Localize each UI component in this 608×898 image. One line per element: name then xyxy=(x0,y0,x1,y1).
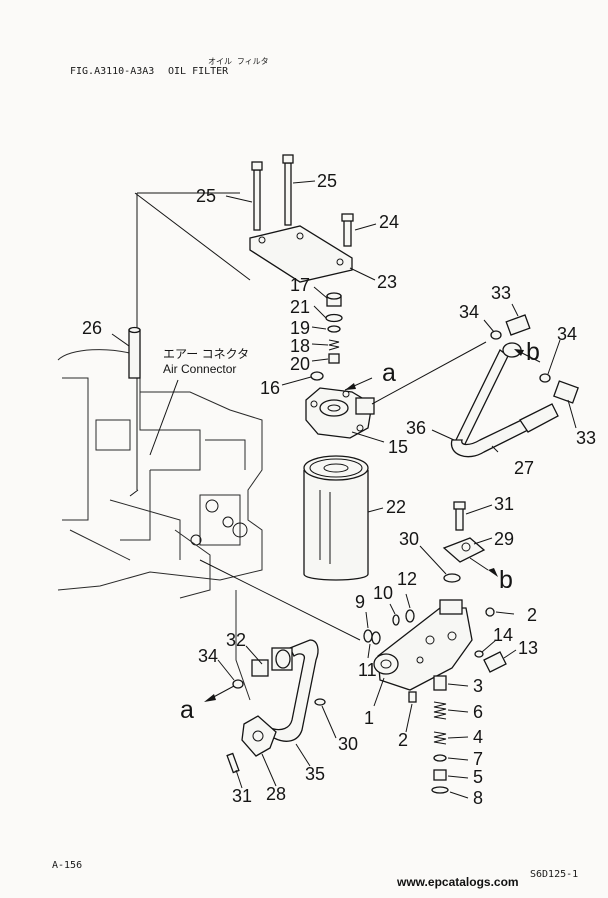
air-connector-label-en: Air Connector xyxy=(163,362,236,376)
callout: 6 xyxy=(473,702,483,722)
figure-title: OIL FILTER xyxy=(168,66,229,77)
callout: 27 xyxy=(514,458,534,478)
callout: 5 xyxy=(473,767,483,787)
callout: a xyxy=(382,359,396,387)
callout: 33 xyxy=(491,283,511,303)
watermark: www.epcatalogs.com xyxy=(396,875,519,889)
callout: 25 xyxy=(196,186,216,206)
callout: 29 xyxy=(494,529,514,549)
callout: 22 xyxy=(386,497,406,517)
bolt-24 xyxy=(341,213,377,247)
callout: 9 xyxy=(355,592,365,612)
pipe-27-assembly xyxy=(431,303,579,458)
callout: 7 xyxy=(473,749,483,769)
callout: 28 xyxy=(266,784,286,804)
callout: 31 xyxy=(494,494,514,514)
callout: 16 xyxy=(260,378,280,398)
callout: 34 xyxy=(198,646,218,666)
callout-labels: 25 25 24 23 17 21 19 18 20 16 a 15 26 22… xyxy=(82,171,596,808)
callout: 32 xyxy=(226,630,246,650)
callout: 19 xyxy=(290,318,310,338)
callout: 15 xyxy=(388,437,408,457)
callout: b xyxy=(526,338,540,366)
page-number: A-156 xyxy=(52,860,82,871)
filter-element-22 xyxy=(303,455,384,581)
callout: 36 xyxy=(406,418,426,438)
bracket-23 xyxy=(249,225,376,283)
arrow-b-upper xyxy=(514,349,541,363)
callout: 34 xyxy=(459,302,479,322)
callout: 30 xyxy=(338,734,358,754)
callout: 14 xyxy=(493,625,513,645)
spool-column xyxy=(431,675,469,799)
filter-head-15 xyxy=(305,341,487,443)
plug-2-lower xyxy=(405,691,417,733)
callout: 33 xyxy=(576,428,596,448)
callout: 2 xyxy=(527,605,537,625)
air-connector-label-jp: エアー コネクタ xyxy=(163,347,249,361)
callout: 34 xyxy=(557,324,577,344)
engine-block-outline xyxy=(57,349,263,701)
bolts-25 xyxy=(225,154,316,231)
callout: 4 xyxy=(473,727,483,747)
callout: 11 xyxy=(358,660,377,680)
callout: 23 xyxy=(377,272,397,292)
valve-body-1 xyxy=(373,599,473,707)
callout: a xyxy=(180,696,194,724)
callout: b xyxy=(499,566,513,594)
callout: 25 xyxy=(317,171,337,191)
callout: 21 xyxy=(290,297,310,317)
figure-label: FIG.A3110-A3A3 xyxy=(70,66,155,77)
callout: 3 xyxy=(473,676,483,696)
o-rings xyxy=(363,593,415,659)
callout: 35 xyxy=(305,764,325,784)
callout: 18 xyxy=(290,336,310,356)
callout: 24 xyxy=(379,212,399,232)
connector-29-assembly xyxy=(419,501,498,583)
callout: 12 xyxy=(397,569,417,589)
pipe-35-assembly xyxy=(217,639,337,789)
title-japanese: オイル フィルタ xyxy=(208,57,269,66)
callout: 13 xyxy=(518,638,538,658)
arrow-a-lower xyxy=(204,685,235,702)
callout: 1 xyxy=(364,708,374,728)
part-26-pipe xyxy=(111,326,141,379)
callout: 8 xyxy=(473,788,483,808)
callout: 2 xyxy=(398,730,408,750)
filter-head-small-parts xyxy=(281,286,343,386)
callout: 31 xyxy=(232,786,252,806)
plugs-2-14-13 xyxy=(474,607,517,673)
callout: 20 xyxy=(290,354,310,374)
callout: 10 xyxy=(373,583,393,603)
model-code: S6D125-1 xyxy=(530,869,578,880)
callout: 17 xyxy=(290,275,310,295)
callout: 26 xyxy=(82,318,102,338)
callout: 30 xyxy=(399,529,419,549)
arrow-a-upper xyxy=(344,377,373,391)
